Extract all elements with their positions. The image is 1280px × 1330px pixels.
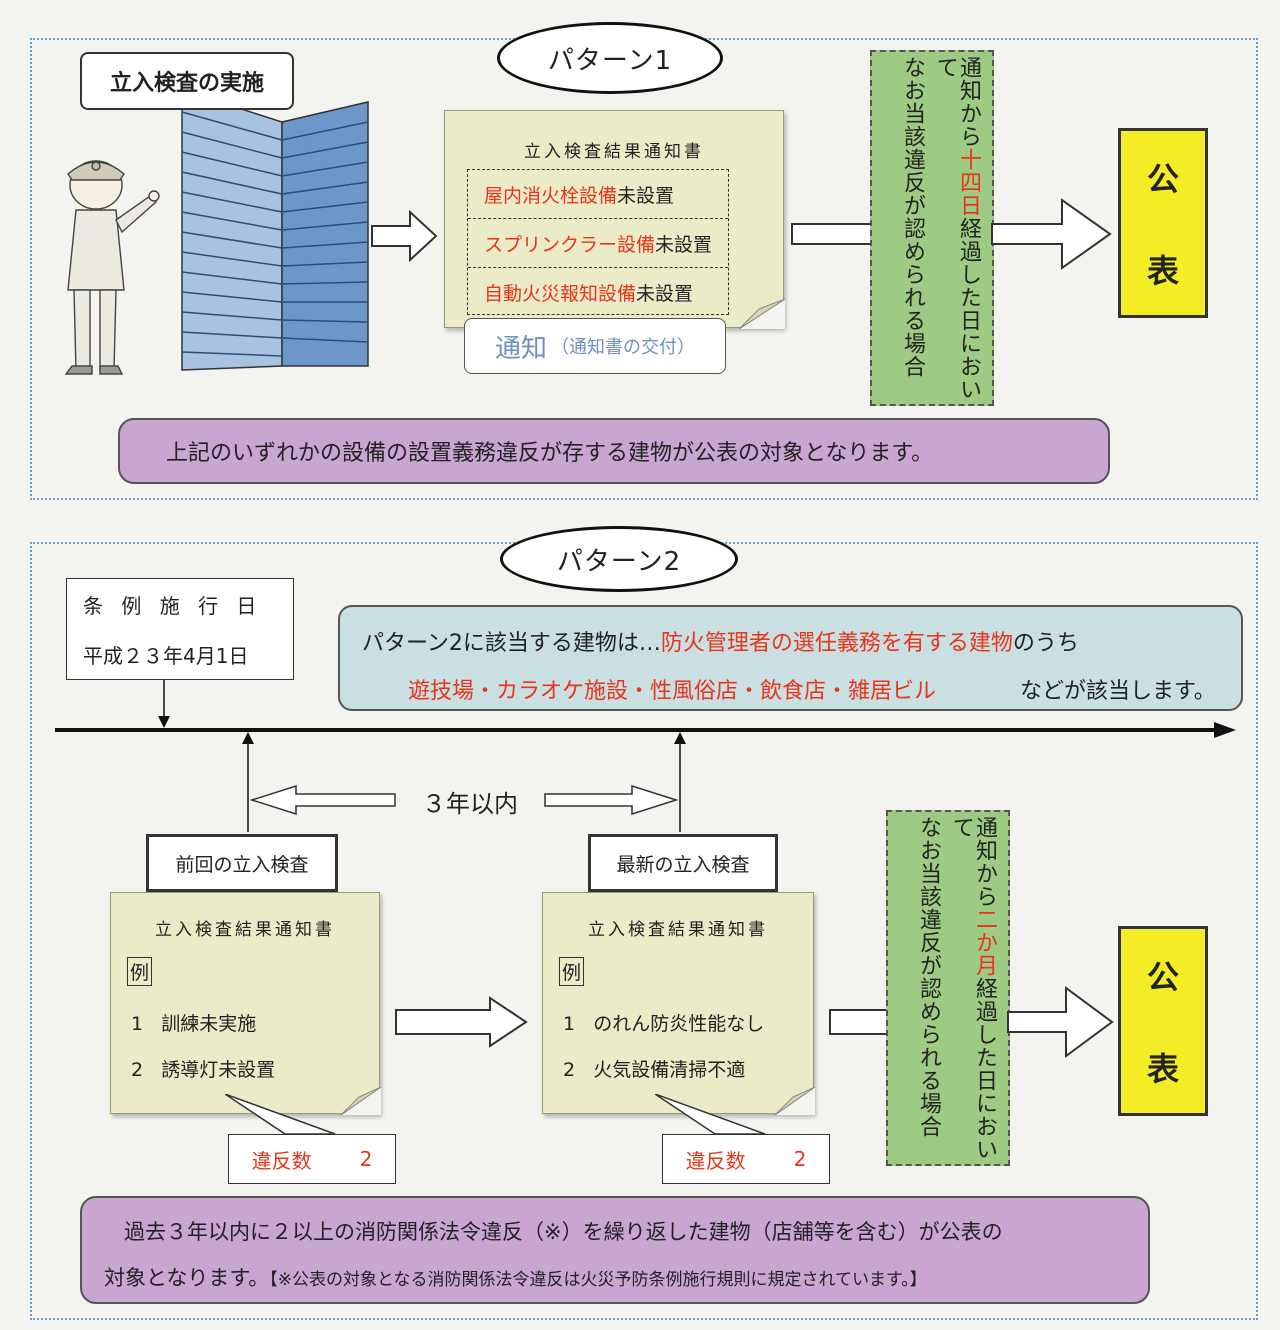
violation-item-list: 屋内消火栓設備未設置 スプリンクラー設備未設置 自動火災報知設備未設置 — [467, 169, 729, 315]
pattern1-oval-label: パターン1 — [497, 22, 723, 94]
notice-sub: （通知書の交付） — [551, 337, 695, 358]
previous-item-1: 1 訓練未実施 — [131, 1013, 257, 1035]
pattern2-summary: 過去３年以内に２以上の消防関係法令違反（※）を繰り返した建物（店舗等を含む）が公… — [80, 1196, 1150, 1304]
timeline — [55, 680, 1236, 832]
latest-inspection-document: 立入検査結果通知書 例 1 のれん防炎性能なし 2 火気設備清掃不適 — [542, 892, 815, 1115]
violation-item: 自動火災報知設備未設置 — [484, 282, 694, 305]
example-label: 例 — [127, 957, 153, 986]
violation-item: スプリンクラー設備未設置 — [468, 219, 728, 268]
pattern2-oval-label: パターン2 — [500, 526, 738, 592]
example-label: 例 — [559, 957, 585, 986]
ordinance-title: 条 例 施 行 日 — [83, 593, 263, 618]
notice-box: 通知 （通知書の交付） — [464, 318, 726, 374]
condition-text-2b: なお当該違反が認められる場合 — [916, 816, 941, 1138]
pattern1-summary: 上記のいずれかの設備の設置義務違反が存する建物が公表の対象となります。 — [118, 418, 1110, 484]
callout-pointer-previous — [225, 1094, 336, 1135]
condition-text-1: 通知から十四日経過した日において — [932, 56, 981, 401]
pattern1-label: パターン1 — [547, 45, 673, 76]
within-three-years: ３年以内 — [422, 790, 518, 818]
callout-pointer-latest — [655, 1094, 766, 1135]
arrow-to-publish-2 — [1007, 986, 1114, 1058]
violation-item: 屋内消火栓設備未設置 — [468, 170, 728, 219]
inspection-label: 立入検査の実施 — [80, 52, 294, 110]
target-buildings-box: パターン2に該当する建物は…防火管理者の選任義務を有する建物のうち 遊技場・カラ… — [338, 605, 1243, 711]
officer-building-illustration — [64, 88, 369, 375]
condition-text-1b: なお当該違反が認められる場合 — [900, 56, 925, 378]
publish-box-2: 公 表 — [1118, 926, 1208, 1116]
latest-item-2: 2 火気設備清掃不適 — [563, 1059, 746, 1081]
arrow-to-condition-1 — [791, 223, 874, 245]
ordinance-box: 条 例 施 行 日 平成２３年4月1日 — [66, 578, 294, 680]
latest-inspection-label: 最新の立入検査 — [588, 834, 778, 892]
publish-box-1: 公 表 — [1118, 128, 1208, 318]
notice-main: 通知 — [494, 333, 547, 364]
target-line-3: などが該当します。 — [1020, 679, 1216, 704]
previous-item-2: 2 誘導灯未設置 — [131, 1059, 276, 1081]
condition-box-2: 通知から二か月経過した日において なお当該違反が認められる場合 — [886, 810, 1010, 1166]
previous-inspection-document: 立入検査結果通知書 例 1 訓練未実施 2 誘導灯未設置 — [110, 892, 381, 1115]
target-line-2: 遊技場・カラオケ施設・性風俗店・飲食店・雑居ビル — [408, 679, 937, 704]
page-curl-icon — [341, 1087, 381, 1115]
pattern2-label: パターン2 — [556, 546, 682, 577]
ordinance-date: 平成２３年4月1日 — [83, 643, 249, 668]
pattern2-summary-line-2: 対象となります。【※公表の対象となる消防関係法令違反は火災予防条例施行規則に規定… — [104, 1266, 927, 1290]
condition-text-2: 通知から二か月経過した日において — [948, 816, 997, 1161]
previous-inspection-label: 前回の立入検査 — [146, 834, 338, 892]
arrow-to-publish-1 — [991, 198, 1112, 270]
arrow-between-documents — [395, 996, 528, 1048]
latest-item-1: 1 のれん防炎性能なし — [563, 1013, 765, 1035]
page-curl-icon — [775, 1087, 815, 1115]
condition-box-1: 通知から十四日経過した日において なお当該違反が認められる場合 — [870, 50, 994, 406]
arrow-to-condition-2 — [829, 1009, 890, 1035]
inspection-result-document-1: 立入検査結果通知書 屋内消火栓設備未設置 スプリンクラー設備未設置 自動火災報知… — [444, 110, 785, 329]
document-title: 立入検査結果通知書 — [524, 142, 704, 162]
page-curl-icon — [739, 299, 785, 329]
arrow-to-document-1 — [371, 209, 438, 263]
target-line-1: パターン2に該当する建物は…防火管理者の選任義務を有する建物のうち — [362, 631, 1079, 656]
